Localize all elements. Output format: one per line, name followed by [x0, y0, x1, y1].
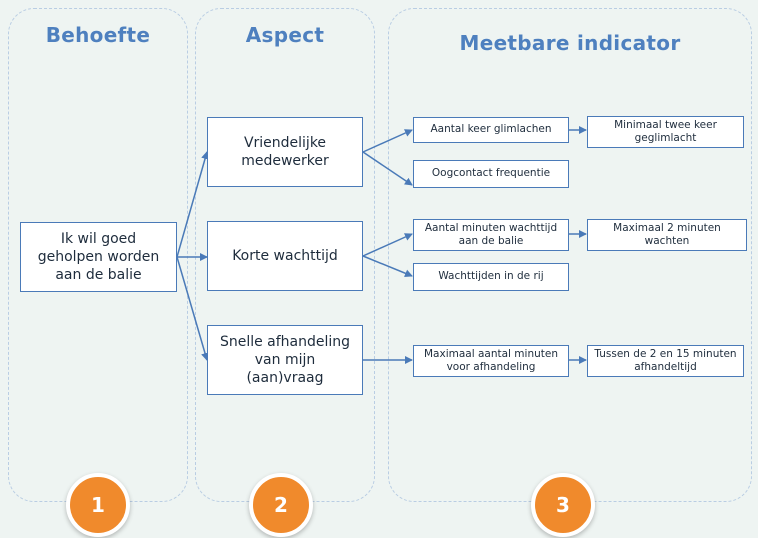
aspect-text-3: Snelle afhandeling van mijn (aan)vraag [219, 333, 351, 387]
indicator-box-1: Aantal keer glimlachen [413, 117, 569, 143]
arrow-aspect2-to-indicator-3 [362, 233, 413, 257]
indicator-text-3: Aantal minuten wachttijd aan de balie [424, 221, 558, 247]
aspect-text-2: Korte wachttijd [232, 247, 338, 264]
column-title-aspect: Aspect [245, 23, 325, 47]
need-text: Ik wil goed geholpen worden aan de balie [37, 230, 160, 284]
column-meetbare-indicator: Meetbare indicator [388, 8, 752, 502]
target-box-2: Maximaal 2 minuten wachten [587, 219, 747, 251]
target-box-1: Minimaal twee keer geglimlacht [587, 116, 744, 148]
indicator-text-5: Maximaal aantal minuten voor afhandeling [424, 347, 558, 373]
column-title-indicator: Meetbare indicator [459, 31, 681, 55]
arrow-aspect1-to-indicator-1 [362, 129, 413, 153]
need-box: Ik wil goed geholpen worden aan de balie [20, 222, 177, 292]
indicator-text-1: Aantal keer glimlachen [430, 123, 552, 136]
arrow-aspect1-to-indicator-2 [362, 151, 413, 186]
step-badge-1: 1 [66, 473, 130, 537]
indicator-box-3: Aantal minuten wachttijd aan de balie [413, 219, 569, 251]
arrow-need-to-aspect-3 [176, 256, 209, 361]
indicator-box-4: Wachttijden in de rij [413, 263, 569, 291]
target-text-2: Maximaal 2 minuten wachten [613, 221, 721, 247]
aspect-box-2: Korte wachttijd [207, 221, 363, 291]
aspect-box-3: Snelle afhandeling van mijn (aan)vraag [207, 325, 363, 395]
step-badge-2: 2 [249, 473, 313, 537]
aspect-text-1: Vriendelijke medewerker [241, 134, 329, 169]
indicator-text-2: Oogcontact frequentie [431, 167, 551, 180]
indicator-text-4: Wachttijden in de rij [438, 270, 544, 283]
target-text-1: Minimaal twee keer geglimlacht [614, 118, 717, 144]
step-badge-3: 3 [531, 473, 595, 537]
aspect-box-1: Vriendelijke medewerker [207, 117, 363, 187]
target-text-3: Tussen de 2 en 15 minuten afhandeltijd [594, 347, 737, 373]
indicator-box-5: Maximaal aantal minuten voor afhandeling [413, 345, 569, 377]
target-box-3: Tussen de 2 en 15 minuten afhandeltijd [587, 345, 744, 377]
indicator-box-2: Oogcontact frequentie [413, 160, 569, 188]
arrow-need-to-aspect-1 [176, 151, 209, 258]
column-title-behoefte: Behoefte [45, 23, 151, 47]
arrow-aspect2-to-indicator-4 [362, 255, 413, 278]
